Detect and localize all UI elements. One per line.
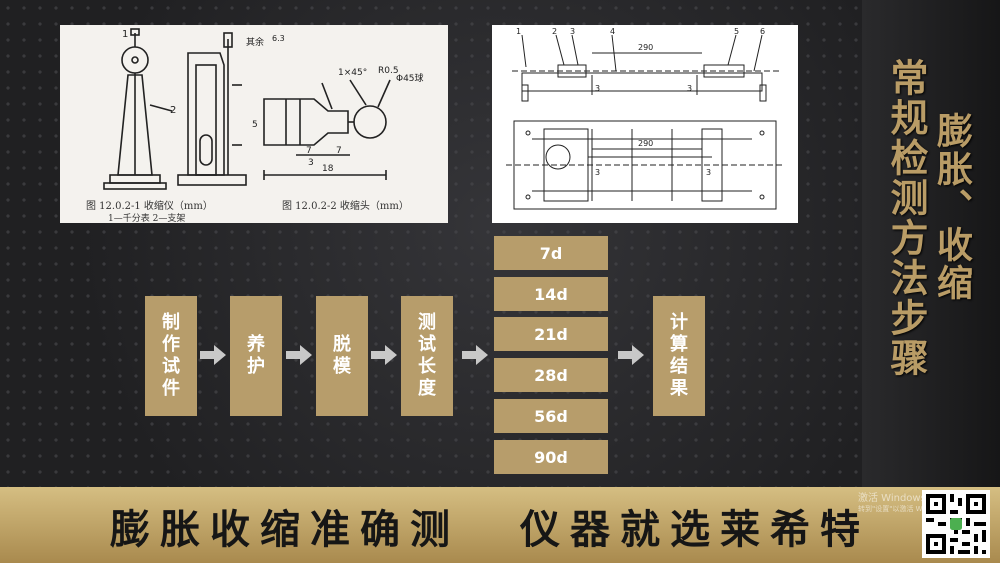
part-label: 1 [516, 27, 521, 36]
drawing-label: 2 [170, 105, 176, 116]
part-label: 3 [570, 27, 575, 36]
arrow-right-icon [371, 345, 397, 365]
shrinkage-frame-drawing: 1 2 3 4 5 6 290 3 3 290 3 3 [492, 25, 798, 223]
figure-caption-legend: 1—千分表 2—支架 [108, 214, 186, 224]
qr-code-icon[interactable] [922, 490, 990, 558]
slogan-banner [0, 487, 1000, 563]
step-label: 计算结果 [670, 312, 688, 399]
arrow-right-icon [618, 345, 644, 365]
watermark-line: 激活 Windows [858, 493, 926, 504]
age-56d: 56d [494, 399, 608, 433]
age-14d: 14d [494, 277, 608, 311]
drawing-label: 6.3 [272, 34, 285, 43]
drawing-label: 5 [252, 120, 258, 130]
dimension-label: 290 [638, 139, 653, 148]
dimension-label: 3 [595, 84, 600, 93]
drawing-label: 1 [122, 29, 128, 40]
page-title: 常规检测方法步骤 [884, 58, 928, 378]
part-label: 6 [760, 27, 765, 36]
dimension-label: 290 [638, 43, 653, 52]
age-21d: 21d [494, 317, 608, 351]
drawing-label: R0.5 [378, 66, 399, 76]
shrinkage-instrument-figure: 2 1 其余 6.3 1×45° R0.5 Φ45球 18 7 7 3 5 图 … [60, 25, 448, 224]
drawing-label: 7 [336, 146, 342, 156]
age-28d: 28d [494, 358, 608, 392]
dimension-label: 3 [595, 168, 600, 177]
figure-caption: 图 12.0.2-2 收缩头（mm） [282, 201, 409, 212]
drawing-label: 1×45° [338, 68, 367, 78]
drawing-label: 3 [308, 158, 314, 168]
figure-caption: 图 12.0.2-1 收缩仪（mm） [86, 201, 213, 212]
step-make-specimen: 制作试件 [145, 296, 197, 416]
part-label: 5 [734, 27, 739, 36]
step-calculate-result: 计算结果 [653, 296, 705, 416]
slogan-left: 膨胀收缩准确测 [110, 506, 460, 553]
drawing-label: 其余 [246, 36, 264, 48]
step-curing: 养护 [230, 296, 282, 416]
qr-code-pattern [922, 490, 990, 558]
arrow-right-icon [200, 345, 226, 365]
drawing-label: Φ45球 [396, 72, 424, 84]
step-label: 养护 [247, 334, 265, 377]
part-label: 4 [610, 27, 615, 36]
age-90d: 90d [494, 440, 608, 474]
age-7d: 7d [494, 236, 608, 270]
drawing-label: 7 [306, 146, 312, 156]
arrow-right-icon [462, 345, 488, 365]
dimension-label: 3 [687, 84, 692, 93]
step-label: 测试长度 [418, 312, 436, 399]
activation-watermark: 激活 Windows 转到"设置"以激活 Windows。 [858, 493, 954, 515]
title-panel [862, 0, 1000, 487]
step-demold: 脱模 [316, 296, 368, 416]
part-label: 2 [552, 27, 557, 36]
watermark-line: 转到"设置"以激活 Windows。 [858, 505, 954, 513]
arrow-right-icon [286, 345, 312, 365]
shrinkage-instrument-drawing: 2 1 其余 6.3 1×45° R0.5 Φ45球 18 7 7 3 5 [103, 28, 424, 190]
slogan-right: 仪器就选莱希特 [520, 506, 870, 553]
drawing-label: 18 [322, 164, 334, 174]
page-subtitle: 膨胀、收缩 [931, 112, 972, 302]
dimension-label: 3 [706, 168, 711, 177]
step-measure-length: 测试长度 [401, 296, 453, 416]
step-label: 制作试件 [162, 312, 180, 399]
frame-drawing-svg: 1 2 3 4 5 6 290 3 3 290 3 3 [506, 27, 784, 210]
step-label: 脱模 [333, 334, 351, 377]
